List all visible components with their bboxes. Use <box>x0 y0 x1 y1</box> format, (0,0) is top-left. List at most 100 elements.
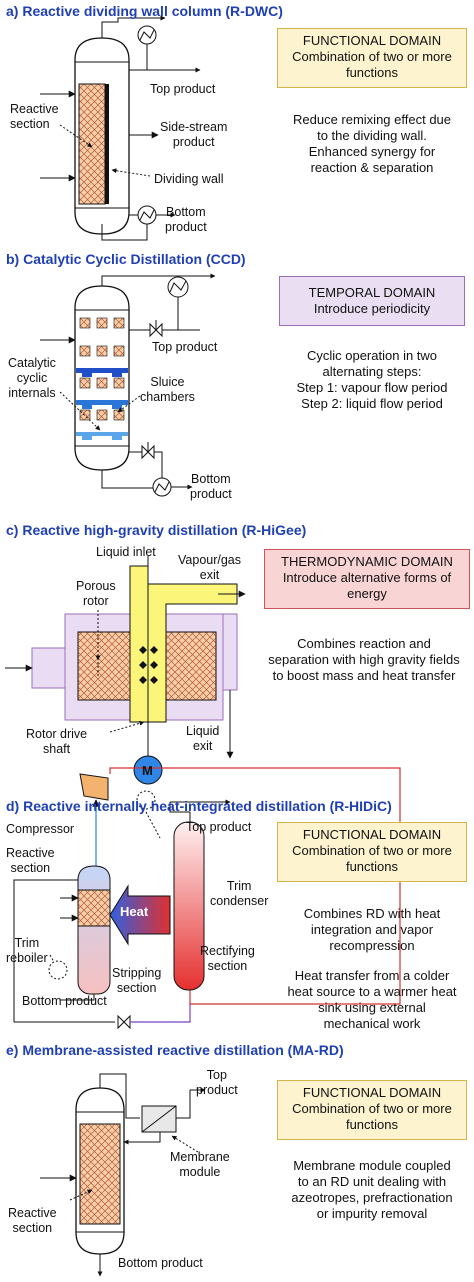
rhidic-reactive-section <box>77 889 111 927</box>
rhigee-domain-sub-2: energy <box>347 586 387 601</box>
mard-reactive-section <box>79 1123 121 1225</box>
mard-desc-2: to an RD unit dealing with <box>297 1174 447 1189</box>
section-c-title: c) Reactive high-gravity distillation (R… <box>6 522 307 538</box>
rhigee-vapour-1: Vapour/gas <box>178 553 242 567</box>
rhidic-trim-reboiler-icon <box>48 960 68 980</box>
rhidic-rectifying-column <box>173 821 205 991</box>
ccd-bottom-product-label: Bottom product <box>190 472 232 502</box>
rdwc-reactive-label-1: Reactive <box>10 102 59 116</box>
rhidic-heat-arrow <box>109 884 171 946</box>
rdwc-dividing-wall <box>105 84 109 204</box>
rhigee-porous-2: rotor <box>82 594 109 608</box>
rdwc-side-stream-2: product <box>172 135 215 149</box>
rdwc-top-product-label: Top product <box>150 82 216 96</box>
rhidic-desc-gap <box>272 954 472 968</box>
mard-top-2: product <box>196 1083 238 1097</box>
mard-top-product-label: Top product <box>196 1068 238 1098</box>
mard-diagram <box>40 1073 206 1277</box>
rhidic-desc-6: heat source to a warmer heat <box>287 984 457 999</box>
mard-reactive-2: section <box>12 1221 53 1235</box>
rhidic-trim-reb-1: Trim <box>14 936 40 950</box>
mard-reactive-1: Reactive <box>8 1206 57 1220</box>
rdwc-domain-sub-2: functions <box>345 65 399 80</box>
rhidic-desc-7: sink using external <box>318 1000 426 1015</box>
rhigee-liquid-exit-1: Liquid <box>186 724 220 738</box>
rhidic-domain-title: FUNCTIONAL DOMAIN <box>302 827 442 842</box>
mard-desc-1: Membrane module coupled <box>293 1158 451 1173</box>
rhidic-rect-1: Rectifying <box>200 944 255 958</box>
rdwc-desc-1: Reduce remixing effect due <box>292 112 452 127</box>
rhigee-porous-rotor-label: Porous rotor <box>76 579 116 609</box>
ccd-tray-3 <box>76 432 128 436</box>
mard-domain-box: FUNCTIONAL DOMAIN Combination of two or … <box>277 1080 467 1140</box>
section-b-title: b) Catalytic Cyclic Distillation (CCD) <box>6 251 246 267</box>
rdwc-domain-sub-1: Combination of two or more <box>292 49 452 64</box>
rhidic-trim-reb-2: reboiler <box>6 951 48 965</box>
rhidic-trim-condenser-icon <box>136 790 156 810</box>
ccd-sluice-label: Sluice chambers <box>140 375 195 405</box>
rdwc-desc-3: Enhanced synergy for <box>308 144 436 159</box>
rhigee-rotor-drive-label: Rotor drive shaft <box>26 727 87 757</box>
rhigee-drive-2: shaft <box>43 742 71 756</box>
rhidic-trim-reboiler-label: Trim reboiler <box>6 936 48 966</box>
rhigee-porous-1: Porous <box>76 579 116 593</box>
ccd-desc-1: Cyclic operation in two <box>306 348 438 363</box>
mard-domain-sub-2: functions <box>345 1117 399 1132</box>
rhigee-domain-box: THERMODYNAMIC DOMAIN Introduce alternati… <box>264 549 470 609</box>
mard-membrane-2: module <box>179 1165 221 1179</box>
ccd-catalytic-1: Catalytic <box>8 356 56 370</box>
rhidic-strip-1: Stripping <box>112 966 162 980</box>
rhidic-desc-5: Heat transfer from a colder <box>294 968 450 983</box>
rhidic-trim-condenser-label: Trim condenser <box>210 879 268 909</box>
ccd-sluice-2: chambers <box>140 390 195 404</box>
ccd-bottom-2: product <box>190 487 232 501</box>
rhidic-desc-2: integration and vapor <box>310 922 434 937</box>
rhigee-desc-3: to boost mass and heat transfer <box>272 668 456 683</box>
rhidic-trim-cond-1: Trim <box>226 879 252 893</box>
rhigee-domain-sub-1: Introduce alternative forms of <box>282 570 452 585</box>
rhidic-domain-box: FUNCTIONAL DOMAIN Combination of two or … <box>277 822 467 882</box>
rdwc-description: Reduce remixing effect due to the dividi… <box>272 112 472 176</box>
rhidic-desc-8: mechanical work <box>323 1016 421 1031</box>
ccd-desc-3: Step 1: vapour flow period <box>296 380 448 395</box>
rdwc-desc-4: reaction & separation <box>310 160 434 175</box>
rdwc-desc-2: to the dividing wall. <box>317 128 427 143</box>
ccd-description: Cyclic operation in two alternating step… <box>270 348 474 412</box>
rdwc-domain-title: FUNCTIONAL DOMAIN <box>302 33 442 48</box>
mard-domain-title: FUNCTIONAL DOMAIN <box>302 1085 442 1100</box>
rdwc-bottom-1: Bottom <box>166 205 206 219</box>
ccd-top-product-label: Top product <box>152 340 218 354</box>
rhigee-liquid-exit-2: exit <box>192 739 213 753</box>
rhigee-desc-1: Combines reaction and <box>297 636 431 651</box>
rhigee-desc-2: separation with high gravity fields <box>268 652 460 667</box>
rdwc-bottom-2: product <box>165 220 207 234</box>
ccd-sluice-1: Sluice <box>150 375 185 389</box>
rdwc-side-stream-label: Side-stream product <box>160 120 227 150</box>
rdwc-domain-box: FUNCTIONAL DOMAIN Combination of two or … <box>277 28 467 88</box>
ccd-desc-2: alternating steps: <box>322 364 422 379</box>
rhigee-vapour-exit-label: Vapour/gas exit <box>178 553 241 583</box>
rhidic-rect-2: section <box>207 959 248 973</box>
rhidic-rectifying-label: Rectifying section <box>200 944 255 974</box>
rhigee-description: Combines reaction and separation with hi… <box>254 636 474 684</box>
rhidic-description: Combines RD with heat integration and va… <box>272 906 472 1032</box>
rhidic-domain-sub-1: Combination of two or more <box>292 843 452 858</box>
rhigee-drive-1: Rotor drive <box>26 727 88 741</box>
rhigee-liquid-inlet-label: Liquid inlet <box>96 545 156 559</box>
mard-membrane-1: Membrane <box>170 1150 230 1164</box>
rhidic-compressor-icon <box>79 773 109 801</box>
rhidic-diagram <box>13 767 401 1030</box>
section-a-title: a) Reactive dividing wall column (R-DWC) <box>6 3 283 19</box>
rhidic-reactive-1: Reactive <box>6 846 55 860</box>
mard-desc-3: azeotropes, prefractionation <box>291 1190 453 1205</box>
rdwc-diagram <box>40 15 201 241</box>
mard-bottom-product-label: Bottom product <box>118 1256 203 1270</box>
rhidic-reactive-2: section <box>10 861 51 875</box>
section-d-title: d) Reactive internally heat-integrated d… <box>6 798 392 814</box>
rhigee-vapour-2: exit <box>199 568 220 582</box>
ccd-domain-box: TEMPORAL DOMAIN Introduce periodicity <box>279 276 465 326</box>
mard-top-1: Top <box>206 1068 227 1082</box>
ccd-catalytic-3: internals <box>8 386 56 400</box>
rdwc-dividing-wall-label: Dividing wall <box>154 172 224 186</box>
